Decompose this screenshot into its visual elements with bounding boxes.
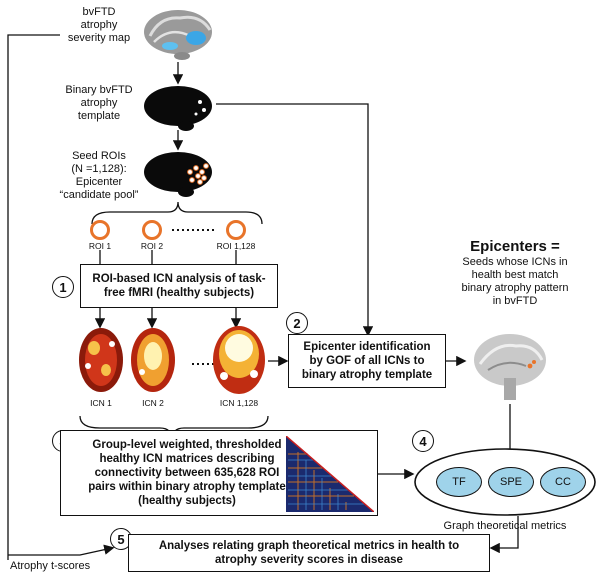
step-1-box: ROI-based ICN analysis of task- free fMR…: [80, 264, 278, 308]
roi-1128-label: ROI 1,128: [216, 241, 256, 251]
roi-1128-circle: [226, 220, 246, 240]
icn-1128-label: ICN 1,128: [219, 398, 259, 408]
epicenters-title: Epicenters =: [470, 238, 560, 255]
epicenters-description: Seeds whose ICNs in health best match bi…: [461, 256, 569, 307]
roi-1-label: ROI 1: [88, 241, 112, 251]
icn-1-image: [79, 328, 123, 392]
roi-2-label: ROI 2: [140, 241, 164, 251]
roi-1-circle: [90, 220, 110, 240]
step-2-box: Epicenter identification by GOF of all I…: [288, 334, 446, 388]
seed-rois-label: Seed ROIs (N =1,128): Epicenter “candida…: [59, 150, 139, 201]
severity-map-brain-image: [144, 10, 212, 60]
metric-tf: TF: [436, 467, 482, 497]
binary-template-label: Binary bvFTD atrophy template: [65, 84, 133, 122]
step-5-box: Analyses relating graph theoretical metr…: [128, 534, 490, 572]
binary-template-brain-image: [144, 86, 212, 131]
step-2-number: 2: [286, 312, 308, 334]
step-4-number: 4: [412, 430, 434, 452]
icn-2-label: ICN 2: [142, 398, 164, 408]
roi-2-circle: [142, 220, 162, 240]
connectivity-matrix-image: [286, 436, 374, 512]
graph-metrics-label: Graph theoretical metrics: [443, 520, 567, 532]
metric-spe: SPE: [488, 467, 534, 497]
epicenter-brain-image: [474, 334, 546, 400]
seed-rois-brain-image: [144, 152, 212, 197]
icn-1-label: ICN 1: [90, 398, 112, 408]
severity-map-label: bvFTD atrophy severity map: [67, 6, 131, 44]
metric-cc: CC: [540, 467, 586, 497]
icn-1128-image: [213, 326, 265, 394]
icn-2-image: [131, 328, 175, 392]
step-3-text: Group-level weighted, thresholded health…: [88, 439, 286, 507]
atrophy-tscores-label: Atrophy t-scores: [10, 560, 91, 572]
step-1-number: 1: [52, 276, 74, 298]
